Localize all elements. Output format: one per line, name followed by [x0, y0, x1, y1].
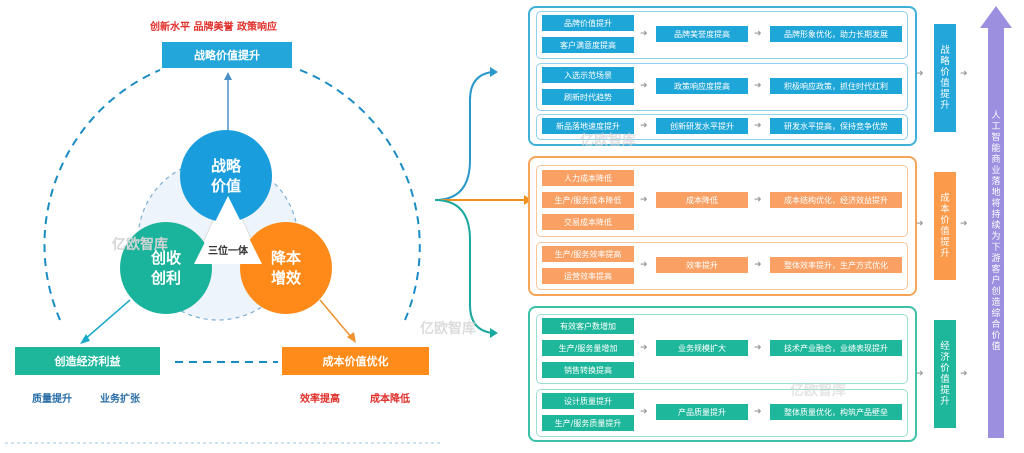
arrow-icon: ➜ — [640, 29, 648, 39]
arrow-icon: ➜ — [960, 369, 968, 379]
result-policy: 积极响应政策，抓住时代红利 — [770, 78, 902, 94]
top-labels: 创新水平 品牌美誉 政策响应 — [150, 22, 277, 33]
input-transaction-cost: 交易成本降低 — [542, 214, 634, 230]
center-triangle — [194, 196, 262, 264]
cost-panel-label: 成本价值提升 — [934, 172, 956, 280]
cost-optimization-box: 成本价值优化 — [282, 347, 429, 375]
cost-panel: 人力成本降低 生产/服务成本降低 交易成本降低 ➜ 成本降低 ➜ 成本结构优化，… — [528, 156, 917, 296]
revenue-circle: 创收创利 — [120, 222, 212, 314]
watermark-3: 亿欧智库 — [420, 321, 476, 337]
watermark-4: 亿欧智库 — [790, 383, 846, 399]
mid-product-quality: 产品质量提升 — [656, 404, 748, 420]
strategy-circle-line2: 价值 — [210, 177, 241, 195]
cost-circle-line1: 降本 — [270, 249, 301, 267]
arrow-icon: ➜ — [916, 219, 924, 229]
mid-cost-reduction: 成本降低 — [656, 192, 748, 208]
strategy-panel-label-text: 战略价值提升 — [940, 45, 950, 111]
revenue-circle-line2: 创利 — [150, 269, 181, 287]
strategy-circle: 战略价值 — [180, 130, 272, 222]
strategy-value-box: 战略价值提升 — [162, 42, 292, 68]
arrow-icon: ➜ — [640, 81, 648, 91]
up-arrow-icon — [980, 6, 1012, 438]
input-customers: 有效客户数增加 — [542, 318, 634, 334]
watermark-2: 亿欧智库 — [580, 133, 636, 149]
final-label: 人工智能商业落地将持续为下游客户创造综合价值 — [988, 30, 1004, 434]
input-operation-efficiency: 运营效率提高 — [542, 268, 634, 284]
bracket-arrows — [434, 67, 530, 338]
input-customer-satisfaction: 客户满意度提高 — [542, 37, 634, 53]
arrow-icon: ➜ — [640, 121, 648, 131]
strategy-panel-label: 战略价值提升 — [934, 24, 956, 132]
economic-panel-label: 经济价值提升 — [934, 320, 956, 428]
left-label-quality: 质量提升 — [32, 394, 72, 405]
input-production-volume: 生产/服务量增加 — [542, 340, 634, 356]
revenue-circle-line1: 创收 — [150, 249, 181, 267]
cost-circle-line2: 增效 — [270, 269, 301, 287]
arrow-icon: ➜ — [754, 121, 762, 131]
input-production-quality: 生产/服务质量提升 — [542, 415, 634, 431]
input-production-cost: 生产/服务成本降低 — [542, 192, 634, 208]
final-label-text: 人工智能商业落地将持续为下游客户创造综合价值 — [991, 111, 1001, 352]
economic-panel-label-text: 经济价值提升 — [940, 341, 950, 407]
watermark: 亿欧智库 — [112, 237, 168, 253]
input-design-quality: 设计质量提升 — [542, 393, 634, 409]
mid-brand-reputation: 品牌美誉度提高 — [656, 26, 748, 42]
input-demo-scenario: 入选示范场景 — [542, 67, 634, 83]
result-cost-structure: 成本结构优化，经济效益提升 — [770, 192, 902, 208]
arrow-icon: ➜ — [640, 407, 648, 417]
arrow-icon: ➜ — [754, 81, 762, 91]
result-product-barrier: 整体质量优化，构筑产品壁垒 — [770, 404, 902, 420]
input-trend: 刷新时代趋势 — [542, 89, 634, 105]
strategy-panel: 品牌价值提升 客户满意度提高 ➜ 品牌美誉度提高 ➜ 品牌形象优化，助力长期发展… — [528, 6, 917, 146]
result-industry-fusion: 技术产业融合，业绩表现提升 — [770, 340, 902, 356]
right-label-cost: 成本降低 — [370, 394, 410, 405]
arrow-icon: ➜ — [754, 260, 762, 270]
arrow-icon: ➜ — [640, 195, 648, 205]
arrow-icon: ➜ — [640, 260, 648, 270]
right-label-efficiency: 效率提高 — [300, 394, 340, 405]
strategy-circle-line1: 战略 — [210, 157, 241, 175]
input-labor-cost: 人力成本降低 — [542, 170, 634, 186]
economic-benefit-box: 创造经济利益 — [15, 347, 160, 375]
triangle-label: 三位一体 — [208, 246, 248, 257]
economic-panel: 有效客户数增加 生产/服务量增加 销售转换提高 ➜ 业务规模扩大 ➜ 技术产业融… — [528, 306, 917, 442]
arrow-icon: ➜ — [754, 195, 762, 205]
mid-policy-response: 政策响应度提高 — [656, 78, 748, 94]
mid-efficiency: 效率提升 — [656, 257, 748, 273]
arrow-icon: ➜ — [960, 69, 968, 79]
arrow-icon: ➜ — [754, 343, 762, 353]
arrow-icon: ➜ — [754, 407, 762, 417]
input-brand-value: 品牌价值提升 — [542, 15, 634, 31]
arrow-icon: ➜ — [960, 219, 968, 229]
input-new-product: 新品落地速度提升 — [542, 118, 634, 134]
cost-panel-label-text: 成本价值提升 — [940, 193, 950, 259]
result-efficiency: 整体效率提升，生产方式优化 — [770, 257, 902, 273]
arrow-icon: ➜ — [640, 343, 648, 353]
result-brand-image: 品牌形象优化，助力长期发展 — [770, 26, 902, 42]
left-label-expansion: 业务扩张 — [100, 394, 140, 405]
mid-business-scale: 业务规模扩大 — [656, 340, 748, 356]
result-rnd: 研发水平提高，保持竞争优势 — [770, 118, 902, 134]
mid-innovation: 创新研发水平提升 — [656, 118, 748, 134]
input-production-efficiency: 生产/服务效率提高 — [542, 246, 634, 262]
arrow-icon: ➜ — [916, 369, 924, 379]
cost-circle: 降本增效 — [240, 222, 332, 314]
input-sales-conversion: 销售转换提高 — [542, 362, 634, 378]
arrow-icon: ➜ — [754, 29, 762, 39]
arrow-icon: ➜ — [916, 69, 924, 79]
